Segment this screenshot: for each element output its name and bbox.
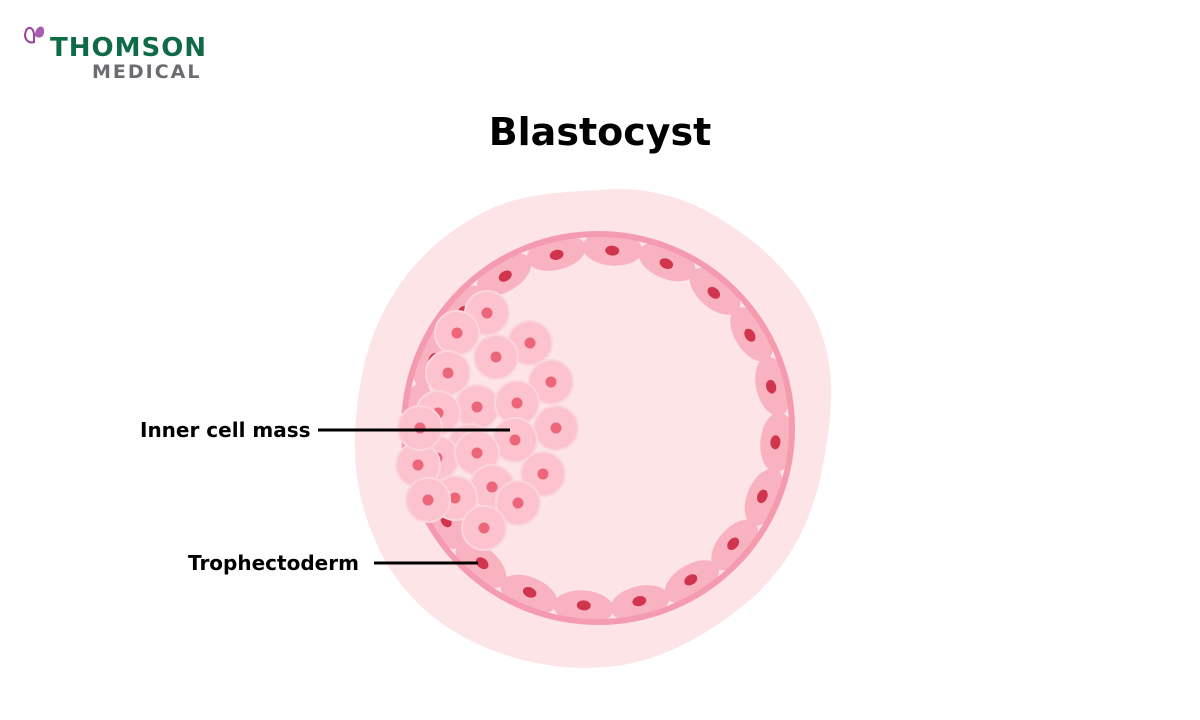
inner-cell <box>495 480 541 526</box>
inner-cell <box>533 405 579 451</box>
nucleus <box>449 492 461 504</box>
nucleus <box>471 401 483 413</box>
trophectoderm-cell <box>455 541 507 589</box>
nucleus <box>576 600 591 611</box>
nucleus <box>512 497 524 509</box>
nucleus <box>770 435 781 450</box>
nucleus <box>744 328 756 342</box>
butterfly-icon <box>24 26 45 44</box>
nucleus <box>414 422 426 434</box>
inner-cell <box>473 334 519 380</box>
inner-cell <box>461 505 507 551</box>
trophectoderm-cell <box>689 267 741 315</box>
nucleus <box>522 587 537 598</box>
nucleus <box>511 397 523 409</box>
brand-subname: MEDICAL <box>92 61 202 83</box>
inner-cell-mass-label: Inner cell mass <box>140 418 311 442</box>
nucleus <box>475 557 489 570</box>
nucleus <box>451 327 463 339</box>
inner-cell <box>454 384 500 430</box>
nucleus <box>707 286 721 299</box>
nucleus <box>757 489 768 504</box>
nucleus <box>632 596 647 607</box>
trophectoderm-cell <box>760 412 795 473</box>
nucleus <box>537 468 549 480</box>
nucleus <box>412 459 424 471</box>
nucleus <box>766 379 777 394</box>
nucleus <box>605 245 620 256</box>
brand-name: THOMSON <box>50 33 208 63</box>
nucleus <box>550 422 562 434</box>
inner-cell <box>507 320 553 366</box>
nucleus <box>727 537 740 551</box>
nucleus <box>478 522 490 534</box>
inner-cell <box>397 405 443 451</box>
nucleus <box>486 481 498 493</box>
nucleus <box>684 574 698 586</box>
inner-cell <box>425 350 471 396</box>
trophectoderm-cell <box>582 231 643 266</box>
nucleus <box>659 258 674 269</box>
brand-logo: THOMSON MEDICAL <box>20 22 220 82</box>
trophectoderm-cell <box>553 590 614 625</box>
nucleus <box>549 249 564 260</box>
nucleus <box>524 337 536 349</box>
inner-cell <box>434 310 480 356</box>
nucleus <box>498 270 512 282</box>
diagram-title: Blastocyst <box>488 110 712 154</box>
trophectoderm-cell <box>711 519 759 571</box>
nucleus <box>471 447 483 459</box>
trophectoderm-label: Trophectoderm <box>188 551 359 575</box>
nucleus <box>422 494 434 506</box>
inner-cell-mass-cluster <box>395 290 579 551</box>
inner-cell <box>405 477 451 523</box>
nucleus <box>442 367 454 379</box>
nucleus <box>490 351 502 363</box>
nucleus <box>509 434 521 446</box>
nucleus <box>481 307 493 319</box>
nucleus <box>545 376 557 388</box>
inner-cell <box>528 359 574 405</box>
